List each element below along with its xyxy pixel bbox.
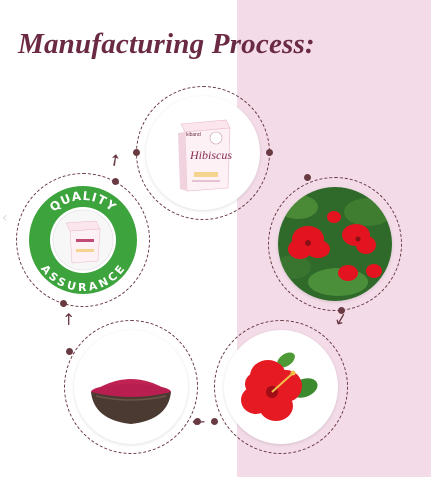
arrow-icon: ↑ (62, 310, 76, 329)
arrow-icon: ➚ (103, 147, 126, 172)
step-ring (214, 320, 348, 454)
ring-dot (66, 348, 73, 355)
carousel-prev-icon[interactable]: ‹ (2, 210, 8, 226)
ring-dot (338, 307, 345, 314)
ring-dot (133, 149, 140, 156)
quality-badge: QUALITY ASSURANCE (26, 183, 140, 297)
step-product-box: kiband Hibiscus (133, 86, 273, 220)
ring-dot (211, 418, 218, 425)
ring-dot (266, 149, 273, 156)
step-hibiscus-powder (64, 320, 201, 454)
arrow-icon: ← (192, 412, 206, 431)
hibiscus-powder-image (74, 330, 188, 444)
ring-dot (194, 418, 201, 425)
product-box-image: kiband Hibiscus (146, 96, 260, 210)
step-hibiscus-plant (268, 174, 402, 314)
product-box-name: Hibiscus (190, 148, 232, 162)
ring-dot (112, 178, 119, 185)
step-ring (268, 177, 402, 311)
step-ring (16, 173, 150, 307)
step-ring (64, 320, 198, 454)
ring-dot (60, 300, 67, 307)
step-quality-assurance: QUALITY ASSURANCE (16, 173, 150, 307)
hibiscus-flower-image (224, 330, 338, 444)
page-title: Manufacturing Process: (18, 28, 315, 60)
ring-dot (304, 174, 311, 181)
step-hibiscus-flower (211, 320, 348, 454)
hibiscus-plant-image (278, 187, 392, 301)
product-box-brand: kiband (186, 132, 201, 138)
